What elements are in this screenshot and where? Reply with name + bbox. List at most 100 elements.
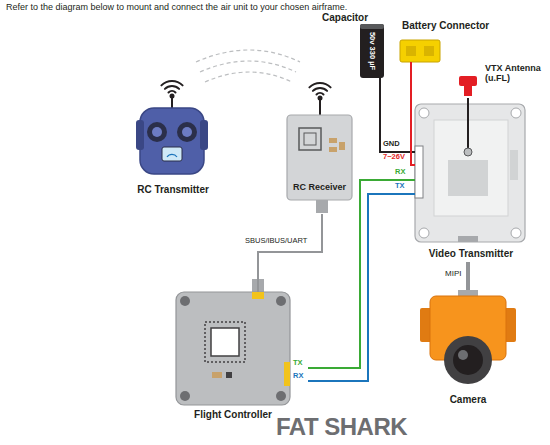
wire-connector [411, 62, 415, 165]
pin-label: TX [395, 182, 405, 190]
rc-receiver-drawing [287, 115, 352, 200]
rc-receiver-drawing [329, 138, 337, 143]
vtx-antenna: VTX Antenna (u.FL) [453, 64, 547, 98]
pin-label: 7~26V [383, 153, 405, 161]
wireless-waves [205, 72, 292, 82]
wire-connector [308, 180, 415, 368]
wifi-icon [169, 91, 176, 92]
wifi-icon [309, 83, 330, 87]
wire-connector [258, 214, 322, 292]
video-transmitter-board [464, 148, 472, 156]
camera-drawing [444, 336, 492, 384]
video-transmitter-board [510, 150, 518, 180]
part-label: Camera [418, 394, 518, 405]
flight-controller-board [176, 292, 290, 405]
video-transmitter-board [511, 228, 521, 238]
rc-receiver: RC Receiver [287, 110, 354, 214]
wifi-icon [165, 86, 179, 89]
rc-transmitter-drawing [136, 94, 208, 175]
antenna-connector [459, 76, 477, 96]
wireless-waves [200, 61, 296, 72]
video-transmitter-board [415, 146, 423, 198]
flight-controller-board [180, 296, 190, 306]
rc-transmitter-drawing [162, 147, 182, 161]
rc-receiver-drawing [304, 133, 316, 145]
video-transmitter-board [434, 120, 508, 216]
wireless-waves [196, 50, 300, 62]
part-label: Flight Controller [176, 409, 290, 420]
wire-connector [466, 262, 470, 290]
rc-receiver-drawing [329, 147, 337, 152]
capacitor-body [360, 24, 384, 78]
part-label: RC Receiver [287, 183, 352, 193]
flight-controller-board [276, 391, 286, 401]
capacitor-body [360, 24, 384, 29]
flight-controller-board [226, 372, 232, 378]
rc-transmitter: RC Transmitter [118, 70, 230, 198]
wifi-icon [313, 88, 327, 91]
battery-connector-body [424, 46, 434, 56]
part-label: Capacitor [322, 12, 368, 23]
camera: Camera [418, 290, 520, 407]
rc-receiver-drawing [319, 98, 321, 115]
video-transmitter-board [511, 108, 521, 118]
rc-transmitter-drawing [140, 108, 204, 174]
battery-connector-body [406, 46, 416, 56]
rc-transmitter-drawing [136, 120, 144, 150]
wire-connector [467, 98, 469, 104]
wireless-waves [196, 50, 300, 82]
wifi-icon [161, 81, 182, 85]
wifi-icon [317, 93, 324, 94]
antenna-connector [459, 76, 477, 86]
flight-controller: Flight Controller [176, 292, 308, 422]
video-transmitter-board [467, 104, 469, 150]
wire-connector [308, 194, 415, 381]
rc-receiver-drawing [252, 96, 352, 293]
rc-receiver-drawing [299, 128, 321, 150]
capacitor-body [360, 24, 384, 78]
flight-controller-board [205, 322, 245, 362]
pin-label: TX [293, 359, 303, 367]
part-marking: 50v 330 µF [368, 32, 376, 70]
wire-connector [380, 78, 415, 152]
rc-receiver-drawing [339, 142, 345, 150]
wifi-icon [161, 81, 330, 94]
rc-transmitter-drawing [147, 122, 167, 142]
pin-label: GND [383, 140, 400, 148]
part-label: RC Transmitter [118, 184, 228, 195]
rc-transmitter-drawing [170, 94, 175, 99]
video-transmitter-board [419, 108, 429, 118]
battery-connector-body [400, 40, 440, 62]
rc-transmitter-drawing [182, 127, 192, 137]
camera-drawing [420, 290, 516, 384]
part-label: Video Transmitter [415, 248, 527, 259]
antenna-connector [464, 86, 472, 96]
camera-drawing [453, 345, 483, 375]
camera-drawing [458, 350, 468, 360]
flight-controller-board [176, 292, 290, 405]
part-label: Battery Connector [402, 20, 489, 31]
video-transmitter-board [448, 160, 488, 196]
rc-transmitter-drawing [167, 154, 177, 157]
battery-connector: Battery Connector [398, 20, 503, 62]
rc-transmitter-drawing [177, 122, 197, 142]
pin-label: RX [293, 372, 303, 380]
flight-controller-board [284, 362, 290, 386]
signal-label: MIPI [444, 270, 462, 279]
capacitor: Capacitor 50v 330 µF [322, 12, 388, 78]
instruction-title: Refer to the diagram below to mount and … [6, 3, 347, 13]
rc-receiver-drawing [316, 200, 328, 213]
flight-controller-board [252, 292, 264, 299]
pin-label: RX [395, 168, 405, 176]
video-transmitter: Video Transmitter [415, 104, 529, 262]
brand-logo: FAT SHARK [276, 414, 407, 440]
rc-transmitter-drawing [200, 120, 208, 150]
flight-controller-board [212, 372, 222, 378]
part-label: VTX Antenna (u.FL) [485, 64, 543, 84]
video-transmitter-board [415, 104, 525, 242]
rc-receiver-drawing [318, 96, 323, 101]
